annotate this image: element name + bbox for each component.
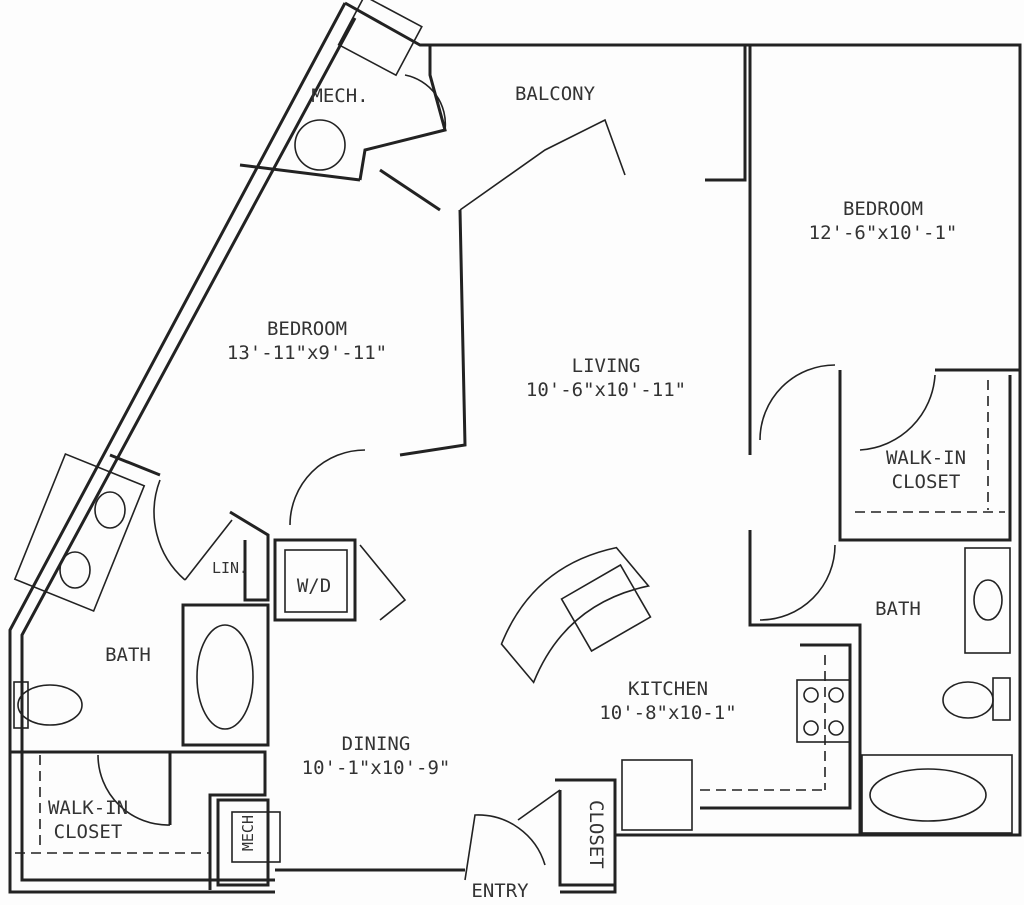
mech-tank [294, 119, 346, 171]
room-label-mech: MECH. [311, 85, 369, 107]
bedroom-wall [239, 163, 361, 182]
room-name: KITCHEN [627, 678, 709, 700]
room-size: 10'-6"x10'-11" [525, 379, 687, 401]
water-heater [337, 0, 423, 77]
room-name: CLOSET [891, 471, 961, 493]
vanity-wall [109, 453, 161, 477]
vanity-left [13, 452, 146, 613]
bedroom-right-door-swing [759, 364, 836, 441]
room-label-wd: W/D [296, 575, 332, 597]
walkin-wall [838, 370, 1012, 542]
outer-wall-inner [20, 17, 357, 882]
linen-door [184, 519, 233, 581]
room-name: WALK-IN [885, 447, 967, 469]
bath-door-swing [153, 479, 186, 581]
tub-basin [869, 768, 987, 822]
room-name: DINING [341, 733, 411, 755]
sink-icon [59, 551, 91, 589]
stove [796, 679, 851, 743]
room-label-linen: LIN. [211, 559, 249, 577]
balcony-wall [358, 45, 447, 181]
tub-basin [196, 624, 254, 730]
room-label-bath-left: BATH [105, 644, 151, 666]
burner-icons [803, 687, 844, 736]
living-wall [399, 209, 467, 457]
room-size: 10'-8"x10-1" [599, 702, 737, 724]
kitchen-sink [560, 563, 652, 653]
bedroom-window [379, 168, 441, 212]
bath-wall [748, 530, 862, 835]
sink-icon [94, 491, 126, 529]
mech-closet [216, 798, 270, 887]
bathtub-right [861, 754, 1013, 834]
bath-door-swing [759, 544, 836, 621]
room-name: BEDROOM [266, 318, 348, 340]
kitchen-counter [700, 643, 852, 810]
toilet-tank [13, 681, 29, 729]
toilet-icon [942, 681, 994, 719]
room-size: 10'-1"x10'-9" [301, 757, 451, 779]
mech-door-swing [404, 74, 447, 131]
bedroom-door-swing [289, 449, 366, 526]
room-name: LIVING [571, 355, 641, 377]
balcony-door [459, 118, 626, 211]
room-name: CLOSET [53, 821, 123, 843]
room-size: 12'-6"x10'-1" [808, 222, 958, 244]
entry-door [464, 814, 546, 881]
room-size: 13'-11"x9'-11" [226, 342, 388, 364]
mech-unit [231, 811, 281, 863]
wd-unit [284, 549, 348, 613]
closet-door [517, 789, 561, 821]
room-name: WALK-IN [47, 797, 129, 819]
outer-wall [344, 1, 1022, 894]
wd-door [359, 544, 407, 621]
balcony-rail [705, 45, 747, 182]
toilet-tank [992, 677, 1011, 721]
walkin-left-wall [10, 750, 267, 890]
closet-door-swing [97, 754, 171, 826]
closet-door-swing [859, 374, 936, 451]
sink-icon [973, 579, 1003, 621]
outer-wall-left [8, 2, 347, 894]
refrigerator [621, 759, 693, 831]
kitchen-island [500, 546, 650, 684]
vanity-right [964, 547, 1011, 654]
toilet-icon [17, 684, 83, 726]
room-label-balcony: BALCONY [514, 83, 596, 105]
washer-dryer [273, 538, 357, 622]
linen-wall [229, 510, 270, 602]
room-label-bath-right: BATH [875, 598, 921, 620]
room-label-entry: ENTRY [471, 880, 529, 902]
room-label-closet: CLOSET [585, 800, 607, 869]
room-name: BEDROOM [842, 198, 924, 220]
room-label-mech-bottom: MECH [239, 815, 257, 852]
closet-wall [555, 778, 617, 887]
bathtub-left [181, 603, 270, 747]
